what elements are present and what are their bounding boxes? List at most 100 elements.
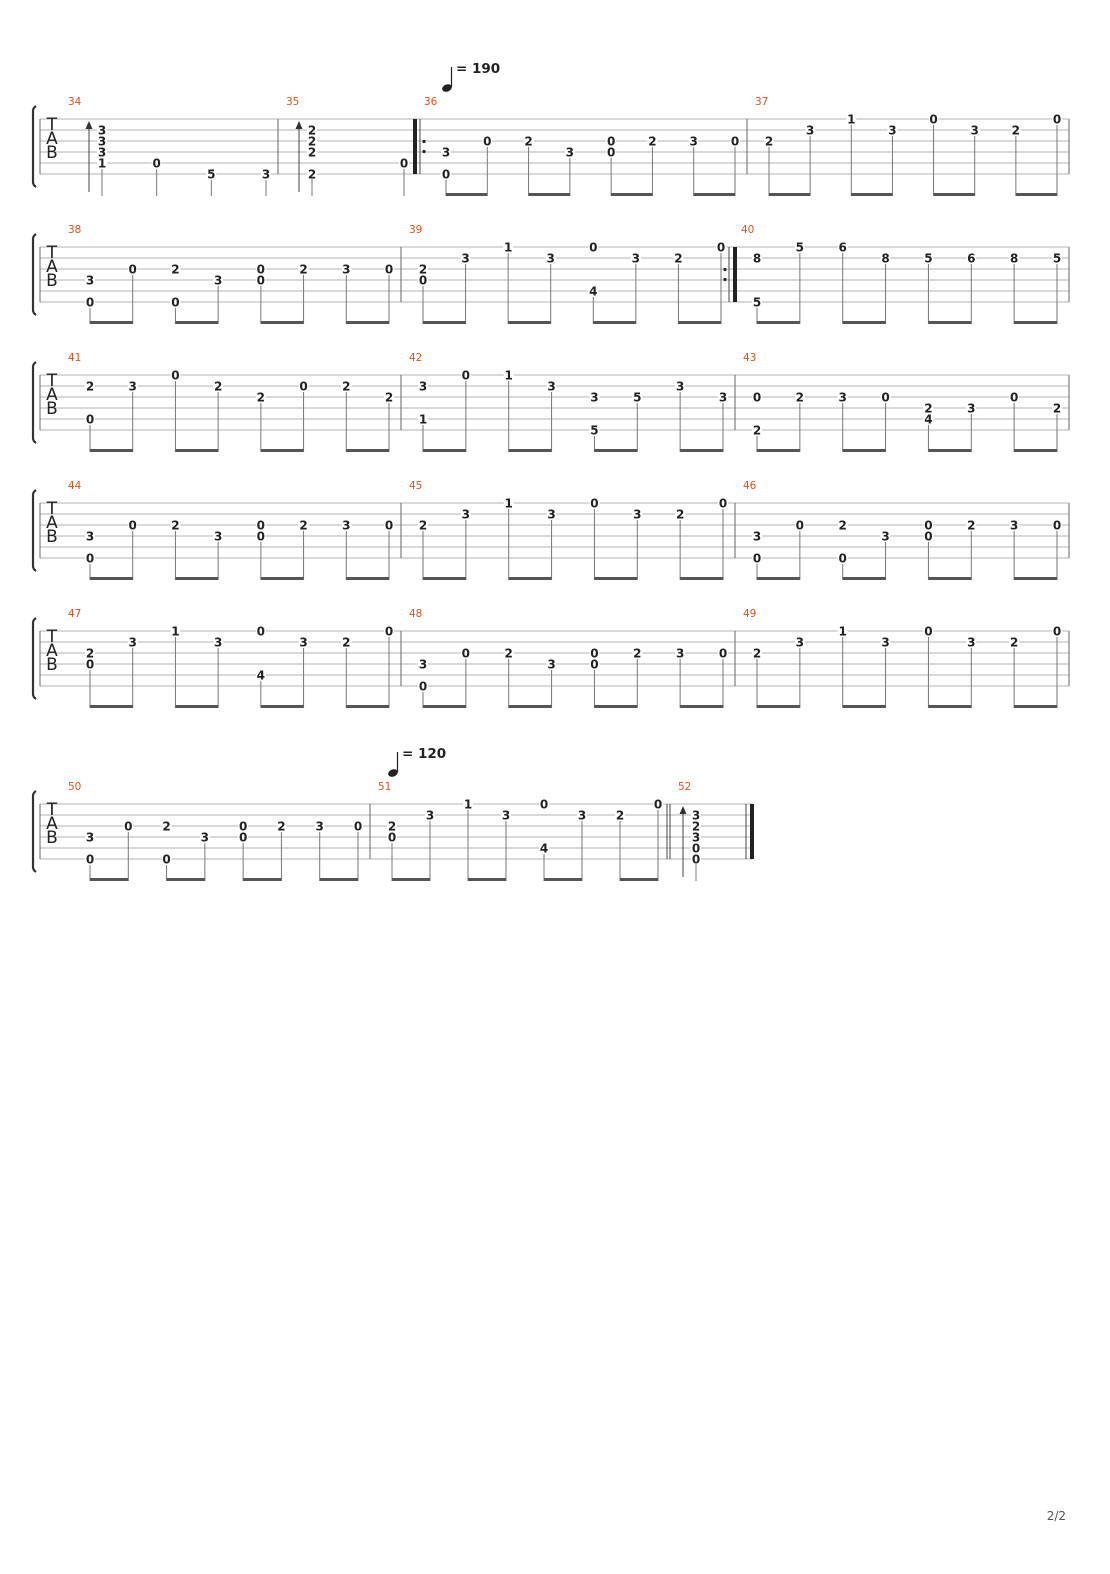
fret-number: 5	[753, 296, 761, 310]
beam	[175, 705, 219, 708]
strum-up-arrowhead	[295, 121, 303, 129]
fret-number: 3	[633, 508, 641, 522]
fret-number: 2	[1012, 124, 1020, 138]
fret-knockout	[794, 636, 805, 647]
beam	[757, 705, 800, 708]
beam	[423, 577, 466, 580]
fret-knockout	[1009, 391, 1020, 402]
fret-knockout	[1009, 252, 1020, 263]
beam	[260, 577, 304, 580]
fret-number: 3	[98, 146, 106, 160]
fret-number: 4	[257, 669, 265, 683]
fret-knockout	[482, 135, 493, 146]
fret-knockout	[1052, 113, 1062, 124]
fret-number: 2	[648, 135, 656, 149]
fret-number: 2	[299, 519, 307, 533]
fret-number: 2	[162, 820, 170, 834]
fret-knockout	[161, 853, 172, 864]
fret-knockout	[675, 380, 686, 391]
fret-knockout	[341, 263, 352, 274]
beam	[1015, 193, 1057, 196]
fret-number: 0	[654, 798, 662, 812]
fret-number: 0	[388, 831, 396, 845]
beam	[423, 449, 466, 452]
measure-number: 41	[68, 352, 81, 364]
tab-clef-letter: T	[46, 115, 58, 135]
fret-knockout	[255, 274, 266, 285]
fret-number: 3	[214, 636, 222, 650]
fret-knockout	[630, 252, 641, 263]
fret-number: 3	[461, 252, 469, 266]
fret-knockout	[752, 296, 762, 307]
fret-number: 2	[633, 647, 641, 661]
system-bracket	[31, 233, 37, 316]
fret-knockout	[314, 820, 325, 831]
fret-number: 0	[385, 263, 393, 277]
repeat-thick-bar	[733, 247, 737, 302]
fret-knockout	[923, 625, 934, 636]
fret-number: 3	[881, 530, 889, 544]
fret-number: 0	[1053, 113, 1061, 127]
fret-knockout	[213, 636, 224, 647]
fret-number: 0	[257, 530, 265, 544]
fret-knockout	[255, 669, 266, 680]
fret-number: 3	[839, 391, 847, 405]
fret-knockout	[213, 530, 224, 541]
tab-clef-letter: B	[46, 655, 58, 675]
fret-number: 0	[590, 658, 598, 672]
fret-number: 2	[419, 519, 427, 533]
measure-number: 43	[743, 352, 756, 364]
fret-knockout	[606, 146, 617, 157]
fret-number: 2	[765, 135, 773, 149]
fret-knockout	[794, 241, 805, 252]
fret-knockout	[503, 241, 514, 252]
fret-number: 3	[342, 519, 350, 533]
fret-number: 3	[262, 168, 270, 182]
fret-number: 2	[839, 519, 847, 533]
fret-number: 2	[676, 508, 684, 522]
fret-knockout	[97, 146, 107, 157]
measure-number: 38	[68, 224, 81, 236]
beam	[260, 321, 304, 324]
fret-number: 5	[1053, 252, 1061, 266]
repeat-dot	[723, 277, 727, 282]
fret-knockout	[966, 519, 977, 530]
fret-knockout	[298, 263, 309, 274]
fret-knockout	[503, 647, 514, 658]
fret-number: 0	[540, 798, 548, 812]
fret-knockout	[341, 636, 352, 647]
fret-knockout	[85, 831, 95, 842]
beam	[260, 449, 304, 452]
fret-number: 0	[257, 519, 265, 533]
fret-number: 3	[299, 636, 307, 650]
fret-knockout	[161, 820, 172, 831]
fret-knockout	[1010, 124, 1021, 135]
fret-number: 5	[924, 252, 932, 266]
fret-number: 0	[796, 519, 804, 533]
fret-knockout	[418, 274, 428, 285]
measure-number: 36	[424, 96, 438, 108]
fret-number: 2	[674, 252, 682, 266]
beam	[544, 878, 582, 881]
measure-number: 35	[286, 96, 299, 108]
fret-knockout	[384, 519, 394, 530]
fret-number: 0	[1053, 625, 1061, 639]
fret-knockout	[170, 296, 181, 307]
fret-number: 0	[385, 625, 393, 639]
beam	[166, 878, 205, 881]
fret-knockout	[307, 124, 317, 135]
fret-knockout	[1052, 519, 1062, 530]
beam	[928, 577, 972, 580]
fret-number: 8	[1010, 252, 1018, 266]
beam	[508, 449, 552, 452]
fret-knockout	[170, 263, 181, 274]
fret-number: 3	[796, 636, 804, 650]
fret-number: 0	[719, 647, 727, 661]
beam	[769, 193, 811, 196]
fret-number: 2	[86, 647, 94, 661]
fret-number: 3	[129, 636, 137, 650]
system-bracket	[31, 105, 37, 188]
fret-number: 2	[692, 820, 700, 834]
fret-number: 0	[400, 157, 408, 171]
fret-number: 3	[566, 146, 574, 160]
